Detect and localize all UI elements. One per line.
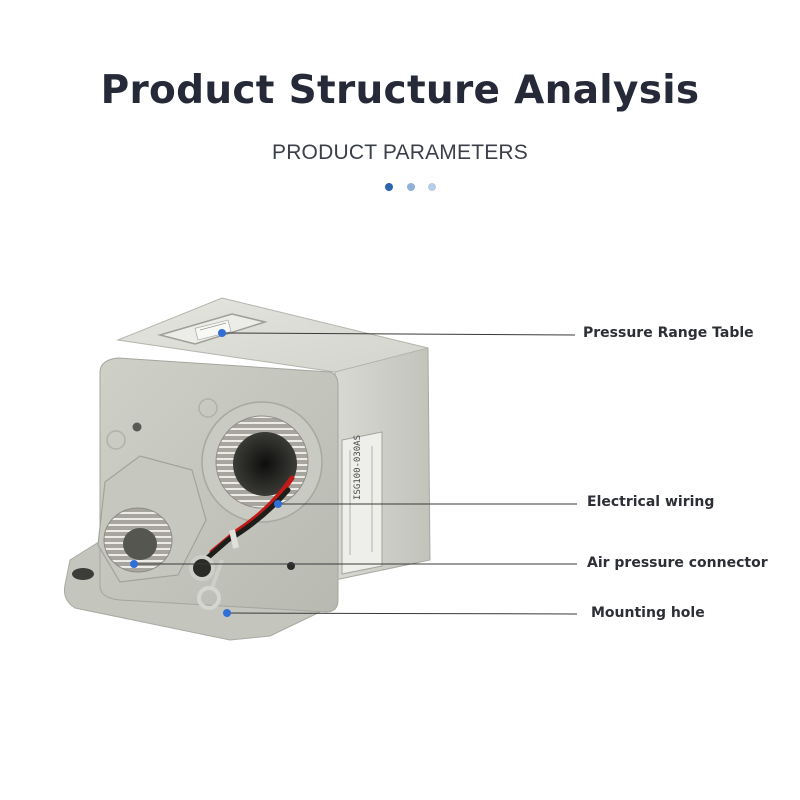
label-electrical-wiring: Electrical wiring [587, 494, 715, 510]
callout-air-pressure-connector [130, 560, 577, 568]
callout-electrical-wiring [274, 500, 577, 508]
pager-dots [0, 183, 800, 193]
nameplate-text: ISG100-030AS [353, 435, 363, 500]
pager-dot-1[interactable] [385, 183, 393, 191]
label-mounting-hole: Mounting hole [591, 605, 705, 621]
callout-pressure-range-table [218, 329, 576, 337]
callout-mounting-hole [223, 609, 578, 617]
page-title: Product Structure Analysis [100, 68, 700, 113]
label-pressure-range-table: Pressure Range Table [583, 325, 754, 341]
label-air-pressure-connector: Air pressure connector [587, 555, 768, 571]
pager-dot-3[interactable] [428, 183, 436, 191]
mounting-hole-left [72, 568, 94, 580]
page-subtitle: PRODUCT PARAMETERS [271, 141, 529, 164]
pager-dot-2[interactable] [407, 183, 415, 191]
